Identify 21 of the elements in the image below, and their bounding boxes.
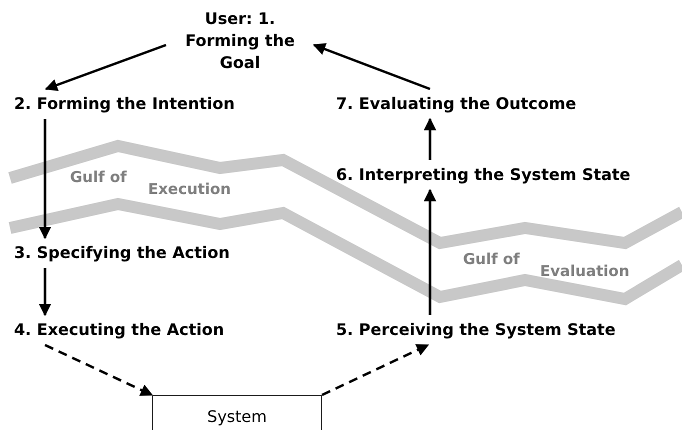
step-label: User: 1. Forming the Goal	[185, 9, 295, 72]
arrow	[424, 118, 436, 160]
arrow	[312, 43, 430, 90]
gulf-label: Execution	[148, 180, 231, 198]
step-label: 2. Forming the Intention	[14, 94, 235, 113]
arrow	[321, 344, 430, 396]
gulf-label: Evaluation	[540, 262, 630, 280]
step-label: 3. Specifying the Action	[14, 243, 230, 262]
step-label: 4. Executing the Action	[14, 320, 224, 339]
arrow	[424, 188, 436, 315]
arrow	[44, 44, 166, 91]
gulf-label: Gulf of	[463, 250, 520, 268]
arrow	[38, 119, 52, 240]
box-label: System	[207, 407, 267, 426]
gulf-label: Gulf of	[70, 168, 127, 186]
arrow	[38, 268, 52, 316]
step-label: 5. Perceiving the System State	[336, 320, 616, 339]
step-label: 6. Interpreting the System State	[336, 165, 630, 184]
system-box	[152, 395, 322, 430]
arrow	[44, 344, 154, 396]
step-label: 7. Evaluating the Outcome	[336, 94, 576, 113]
